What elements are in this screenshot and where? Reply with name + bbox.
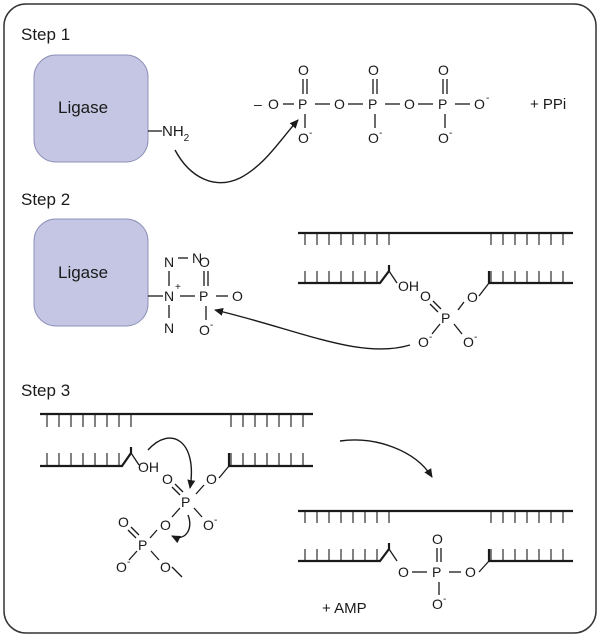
svg-text:OH: OH (138, 459, 159, 475)
svg-text:P: P (138, 537, 147, 553)
svg-text:O: O (432, 531, 443, 547)
svg-text:N: N (164, 254, 174, 270)
step1-label: Step 1 (21, 25, 70, 44)
svg-text:O: O (203, 517, 214, 533)
atp-triphosphate: – O P O O - O P O O - O P O O - O - (254, 62, 489, 146)
amine-group: NH2 (162, 123, 190, 144)
svg-text:O: O (206, 471, 217, 487)
oh-attack-arrow (147, 437, 196, 489)
svg-text:O: O (368, 62, 379, 78)
svg-text:P: P (181, 494, 190, 510)
svg-text:O: O (398, 564, 409, 580)
svg-text:P: P (438, 96, 447, 112)
ligase-label-step1: Ligase (58, 98, 108, 117)
phosphate-group-step2: O P O O - O - (418, 288, 478, 350)
svg-text:N: N (164, 320, 174, 336)
svg-text:P: P (298, 96, 307, 112)
svg-text:O: O (334, 96, 345, 112)
svg-text:–: – (254, 96, 262, 112)
nicked-dna-step2: OH (298, 231, 573, 297)
diagram-frame (3, 3, 597, 634)
svg-text:O: O (467, 289, 478, 305)
svg-text:O: O (118, 514, 129, 530)
svg-text:O: O (420, 288, 431, 304)
svg-text:-: - (379, 128, 382, 139)
svg-text:O: O (432, 596, 443, 612)
ligase-label-step2: Ligase (58, 263, 108, 282)
svg-text:P: P (432, 564, 441, 580)
svg-text:P: P (199, 288, 208, 304)
svg-text:+: + (175, 282, 181, 293)
svg-text:O: O (438, 130, 449, 146)
svg-text:OH: OH (398, 278, 419, 294)
nicked-dna-step3: OH (40, 412, 313, 479)
svg-text:-: - (443, 594, 446, 605)
svg-text:O: O (474, 96, 485, 112)
svg-text:O: O (368, 130, 379, 146)
enzyme-amp-adduct: N + N N N P O O - O (148, 250, 243, 338)
svg-text:-: - (210, 320, 213, 331)
step3-label: Step 3 (21, 381, 70, 400)
svg-text:O: O (465, 564, 476, 580)
svg-text:-: - (474, 332, 477, 343)
amp-release-arrow (171, 514, 191, 544)
svg-text:-: - (486, 93, 489, 104)
svg-text:O: O (160, 559, 171, 575)
svg-text:O: O (298, 130, 309, 146)
svg-text:O: O (404, 96, 415, 112)
step1-attack-arrow (174, 119, 299, 184)
svg-text:-: - (309, 128, 312, 139)
svg-text:O: O (418, 334, 429, 350)
svg-text:O: O (298, 62, 309, 78)
process-arrow-to-sealed (339, 439, 433, 478)
svg-text:-: - (449, 128, 452, 139)
svg-text:O: O (199, 322, 210, 338)
ligase-enzyme-step2 (33, 218, 149, 327)
svg-text:-: - (127, 557, 130, 568)
step2-label: Step 2 (21, 190, 70, 209)
svg-text:-: - (429, 332, 432, 343)
amp-activated-phosphate-step3: O P O O - O P O O - O (116, 471, 217, 578)
svg-text:P: P (368, 96, 377, 112)
svg-text:O: O (160, 517, 171, 533)
svg-text:O: O (162, 471, 173, 487)
svg-text:-: - (214, 515, 217, 526)
svg-text:O: O (438, 62, 449, 78)
svg-text:O: O (232, 288, 243, 304)
sealed-dna (298, 509, 573, 573)
svg-text:O: O (116, 559, 127, 575)
svg-text:O: O (199, 254, 210, 270)
step2-transfer-arrow (214, 307, 411, 350)
svg-text:P: P (441, 310, 450, 326)
svg-text:N: N (192, 250, 202, 266)
ligase-enzyme-step1 (33, 54, 149, 163)
ppi-product-label: + PPi (530, 96, 566, 113)
amp-product-label: + AMP (322, 600, 367, 617)
phosphodiester-bond: O P O O - O (398, 531, 476, 612)
svg-text:N: N (164, 288, 174, 304)
svg-text:O: O (463, 334, 474, 350)
svg-text:O: O (268, 96, 279, 112)
